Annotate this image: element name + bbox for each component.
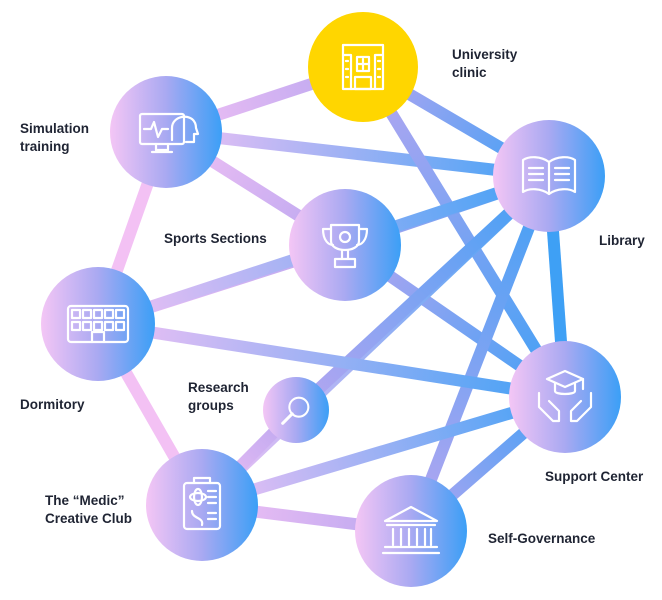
graduation-hands-icon xyxy=(537,369,593,423)
node-research xyxy=(263,377,329,443)
magnifier-icon xyxy=(281,396,310,425)
label-support-center: Support Center xyxy=(545,469,644,484)
label-sports-sections: Sports Sections xyxy=(164,231,267,246)
label-library: Library xyxy=(599,233,645,248)
trophy-icon xyxy=(321,223,369,269)
node-library xyxy=(493,120,605,232)
open-book-icon xyxy=(521,156,577,196)
node-selfgov xyxy=(355,475,467,587)
node-support xyxy=(509,341,621,453)
nodes-layer xyxy=(41,12,621,587)
label-medic-creative-club: The “Medic”Creative Club xyxy=(45,493,133,526)
label-self-governance: Self-Governance xyxy=(488,531,596,546)
edge-library-research xyxy=(291,171,554,415)
monitor-head-icon xyxy=(138,112,200,154)
clipboard-icon xyxy=(182,476,222,531)
edge-medic-support xyxy=(200,391,567,511)
building-icon xyxy=(66,304,130,344)
node-dormitory xyxy=(41,267,155,381)
hospital-icon xyxy=(341,43,385,91)
label-dormitory: Dormitory xyxy=(20,397,85,412)
government-building-icon xyxy=(381,505,441,555)
node-simulation xyxy=(110,76,222,188)
node-medic xyxy=(146,449,258,561)
edge-simulation-library xyxy=(165,126,550,182)
node-sports xyxy=(289,189,401,301)
edge-library-selfgov xyxy=(405,173,555,534)
edge-clinic-support xyxy=(357,63,571,401)
edge-dormitory-support xyxy=(97,318,566,403)
node-clinic xyxy=(308,12,418,122)
